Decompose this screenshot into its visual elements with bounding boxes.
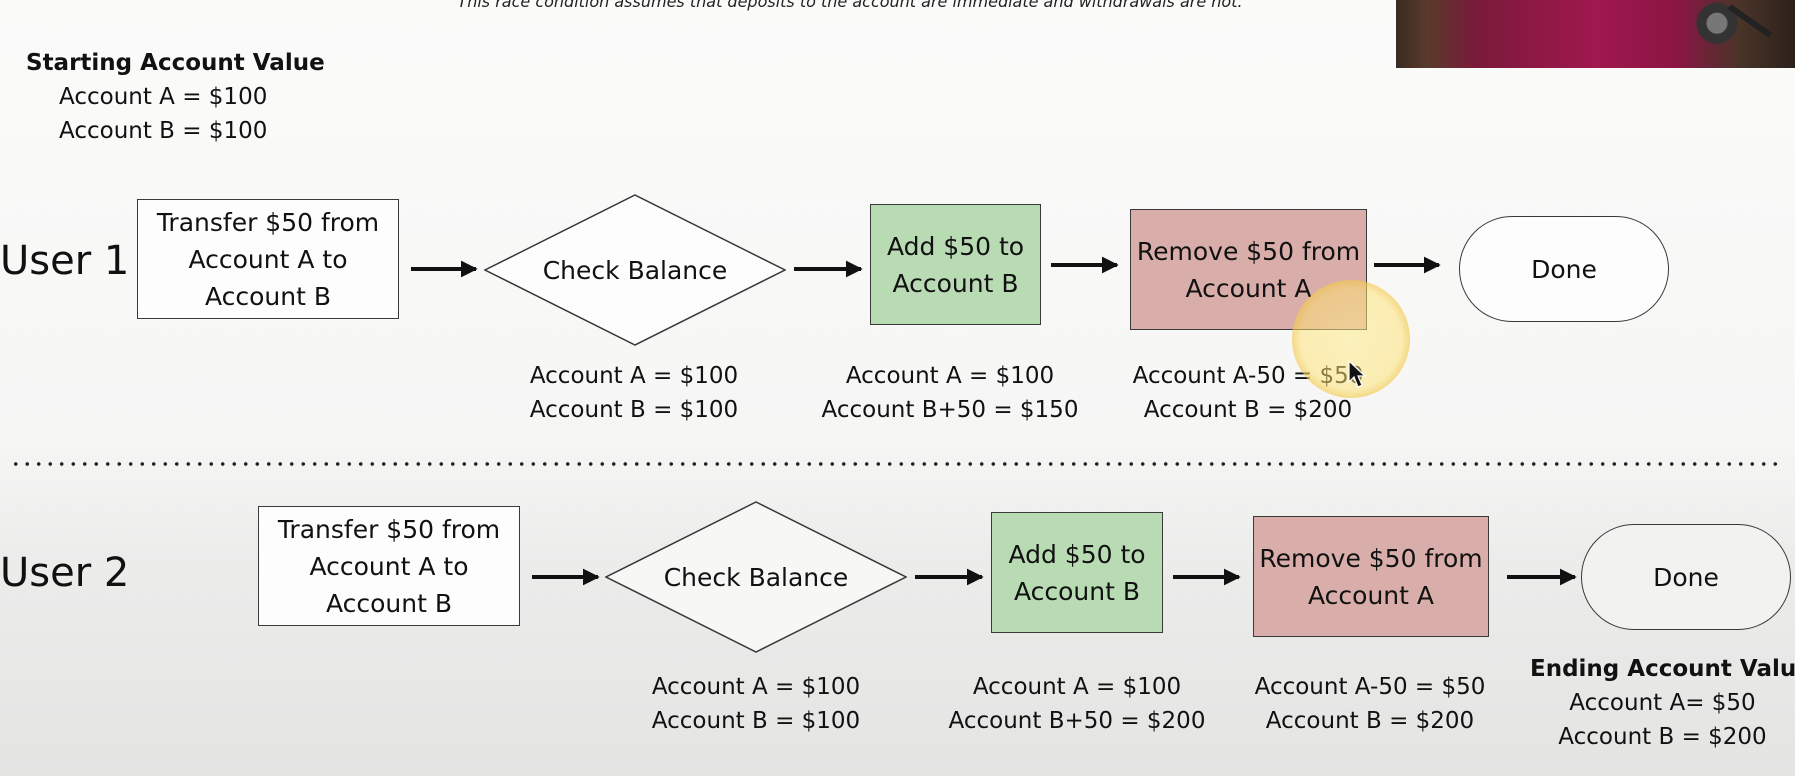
u2-done-terminal: Done [1581,524,1791,630]
u2-add-state: Account A = $100 Account B+50 = $200 [927,670,1227,738]
diamond-shape [605,501,907,653]
u2-check-state-a: Account A = $100 [651,674,861,700]
u2-add-state-b: Account B+50 = $200 [948,708,1206,734]
user-separator [10,461,1785,467]
u2-check-balance-decision: Check Balance [605,501,907,653]
u2-check-state: Account A = $100 Account B = $100 [626,670,886,738]
u1-check-balance-decision: Check Balance [484,194,786,346]
u1-check-state-a: Account A = $100 [529,363,739,389]
race-condition-note: This race condition assumes that deposit… [457,0,1243,11]
u1-transfer-step: Transfer $50 from Account A to Account B [137,199,399,319]
u1-add-state-a: Account A = $100 [845,363,1055,389]
u1-add-state-b: Account B+50 = $150 [821,397,1079,423]
u2-add-state-a: Account A = $100 [972,674,1182,700]
u2-check-label: Check Balance [663,562,849,592]
u1-check-state-b: Account B = $100 [529,397,739,423]
user1-label: User 1 [0,238,130,284]
u2-transfer-step: Transfer $50 from Account A to Account B [258,506,520,626]
u2-remove-state-a: Account A-50 = $50 [1254,674,1486,700]
microphone-icon [1689,0,1759,58]
u1-done-terminal: Done [1459,216,1669,322]
ending-account-a: Account A= $50 [1569,690,1756,716]
u2-add-step: Add $50 to Account B [991,512,1163,633]
presenter-webcam [1396,0,1795,68]
u1-check-label: Check Balance [542,255,728,285]
u1-add-step: Add $50 to Account B [870,204,1041,325]
u1-check-state: Account A = $100 Account B = $100 [504,359,764,427]
u1-remove-state-b: Account B = $200 [1143,397,1353,423]
starting-account-b: Account B = $100 [59,118,268,144]
u2-check-state-b: Account B = $100 [651,708,861,734]
mouse-pointer-icon [1348,360,1367,388]
starting-account-a: Account A = $100 [59,84,268,110]
ending-account-value: Ending Account Value Account A= $50 Acco… [1530,652,1795,754]
u2-remove-state: Account A-50 = $50 Account B = $200 [1240,670,1500,738]
u2-remove-state-b: Account B = $200 [1265,708,1475,734]
u1-add-state: Account A = $100 Account B+50 = $150 [800,359,1100,427]
ending-account-b: Account B = $200 [1558,724,1767,750]
user2-label: User 2 [0,550,130,596]
u2-remove-step: Remove $50 from Account A [1253,516,1489,637]
starting-value-title: Starting Account Value [26,50,325,76]
ending-value-title: Ending Account Value [1530,656,1795,682]
diamond-shape [484,194,786,346]
